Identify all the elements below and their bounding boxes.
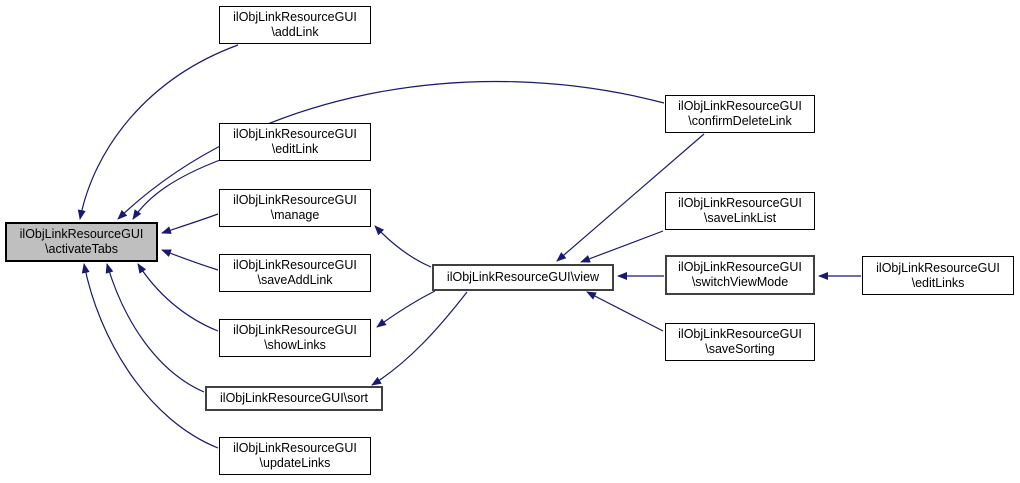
node-manage-label-line2: \manage — [270, 208, 320, 222]
edge-updateLinks-to-activateTabs — [81, 263, 219, 449]
node-switchViewMode[interactable]: ilObjLinkResourceGUI \switchViewMode — [665, 255, 815, 295]
node-sort-label: ilObjLinkResourceGUI\sort — [220, 391, 368, 405]
node-activateTabs-label-line1: ilObjLinkResourceGUI — [19, 227, 144, 241]
node-confirmDeleteLink[interactable]: ilObjLinkResourceGUI \confirmDeleteLink — [665, 95, 815, 133]
node-addLink[interactable]: ilObjLinkResourceGUI \addLink — [219, 6, 371, 44]
edge-view-to-manage — [374, 225, 432, 268]
node-saveLinkList[interactable]: ilObjLinkResourceGUI \saveLinkList — [665, 192, 815, 230]
edge-manage-to-activateTabs — [161, 213, 219, 234]
edge-saveSorting-to-view — [586, 291, 664, 332]
node-showLinks[interactable]: ilObjLinkResourceGUI \showLinks — [219, 319, 371, 357]
node-saveLinkList-label-line2: \saveLinkList — [703, 211, 777, 225]
edge-editLink-to-activateTabs — [132, 159, 221, 220]
node-editLink-label-line1: ilObjLinkResourceGUI — [233, 127, 357, 141]
node-saveSorting-label-line1: ilObjLinkResourceGUI — [678, 327, 802, 341]
node-editLinks-label-line1: ilObjLinkResourceGUI — [876, 260, 1000, 275]
node-manage-label-line1: ilObjLinkResourceGUI — [233, 193, 357, 207]
node-editLinks[interactable]: ilObjLinkResourceGUI \editLinks — [862, 256, 1014, 295]
node-switchViewMode-label-line1: ilObjLinkResourceGUI — [678, 260, 802, 274]
node-editLink[interactable]: ilObjLinkResourceGUI \editLink — [219, 123, 371, 161]
node-saveLinkList-label-line1: ilObjLinkResourceGUI — [678, 196, 802, 210]
node-view[interactable]: ilObjLinkResourceGUI\view — [432, 264, 614, 291]
node-addLink-label-line2: \addLink — [271, 25, 319, 39]
node-updateLinks-label-line2: \updateLinks — [259, 456, 331, 470]
node-saveAddLink-label-line2: \saveAddLink — [257, 273, 333, 287]
node-updateLinks-label-line1: ilObjLinkResourceGUI — [233, 441, 357, 455]
edge-saveLinkList-to-view — [580, 230, 664, 263]
edge-confirmDeleteLink-to-activateTabs — [117, 80, 665, 220]
node-saveSorting[interactable]: ilObjLinkResourceGUI \saveSorting — [665, 323, 815, 361]
edge-showLinks-to-activateTabs — [137, 263, 219, 332]
edge-addLink-to-activateTabs — [77, 44, 239, 220]
node-confirmDeleteLink-label-line2: \confirmDeleteLink — [688, 114, 792, 128]
node-addLink-label-line1: ilObjLinkResourceGUI — [233, 10, 357, 24]
node-showLinks-label-line1: ilObjLinkResourceGUI — [233, 323, 357, 337]
node-updateLinks[interactable]: ilObjLinkResourceGUI \updateLinks — [219, 437, 371, 475]
node-saveAddLink[interactable]: ilObjLinkResourceGUI \saveAddLink — [219, 254, 371, 292]
node-editLink-label-line2: \editLink — [271, 142, 319, 156]
edge-sort-to-activateTabs — [105, 263, 205, 393]
node-saveAddLink-label-line1: ilObjLinkResourceGUI — [233, 258, 357, 272]
edge-saveAddLink-to-activateTabs — [161, 249, 219, 271]
node-activateTabs-label-line2: \activateTabs — [45, 242, 118, 256]
edge-confirmDeleteLink-to-view — [556, 133, 705, 262]
node-activateTabs: ilObjLinkResourceGUI \activateTabs — [5, 222, 158, 262]
node-sort[interactable]: ilObjLinkResourceGUI\sort — [205, 386, 383, 411]
edge-view-to-sort — [371, 291, 468, 386]
node-manage[interactable]: ilObjLinkResourceGUI \manage — [219, 189, 371, 227]
node-switchViewMode-label-line2: \switchViewMode — [691, 275, 789, 289]
node-showLinks-label-line2: \showLinks — [264, 338, 326, 352]
node-view-label: ilObjLinkResourceGUI\view — [446, 270, 600, 284]
node-saveSorting-label-line2: \saveSorting — [705, 342, 775, 356]
edge-view-to-showLinks — [376, 290, 436, 328]
node-confirmDeleteLink-label-line1: ilObjLinkResourceGUI — [678, 99, 802, 113]
node-editLinks-label-line2: \editLinks — [911, 275, 965, 290]
